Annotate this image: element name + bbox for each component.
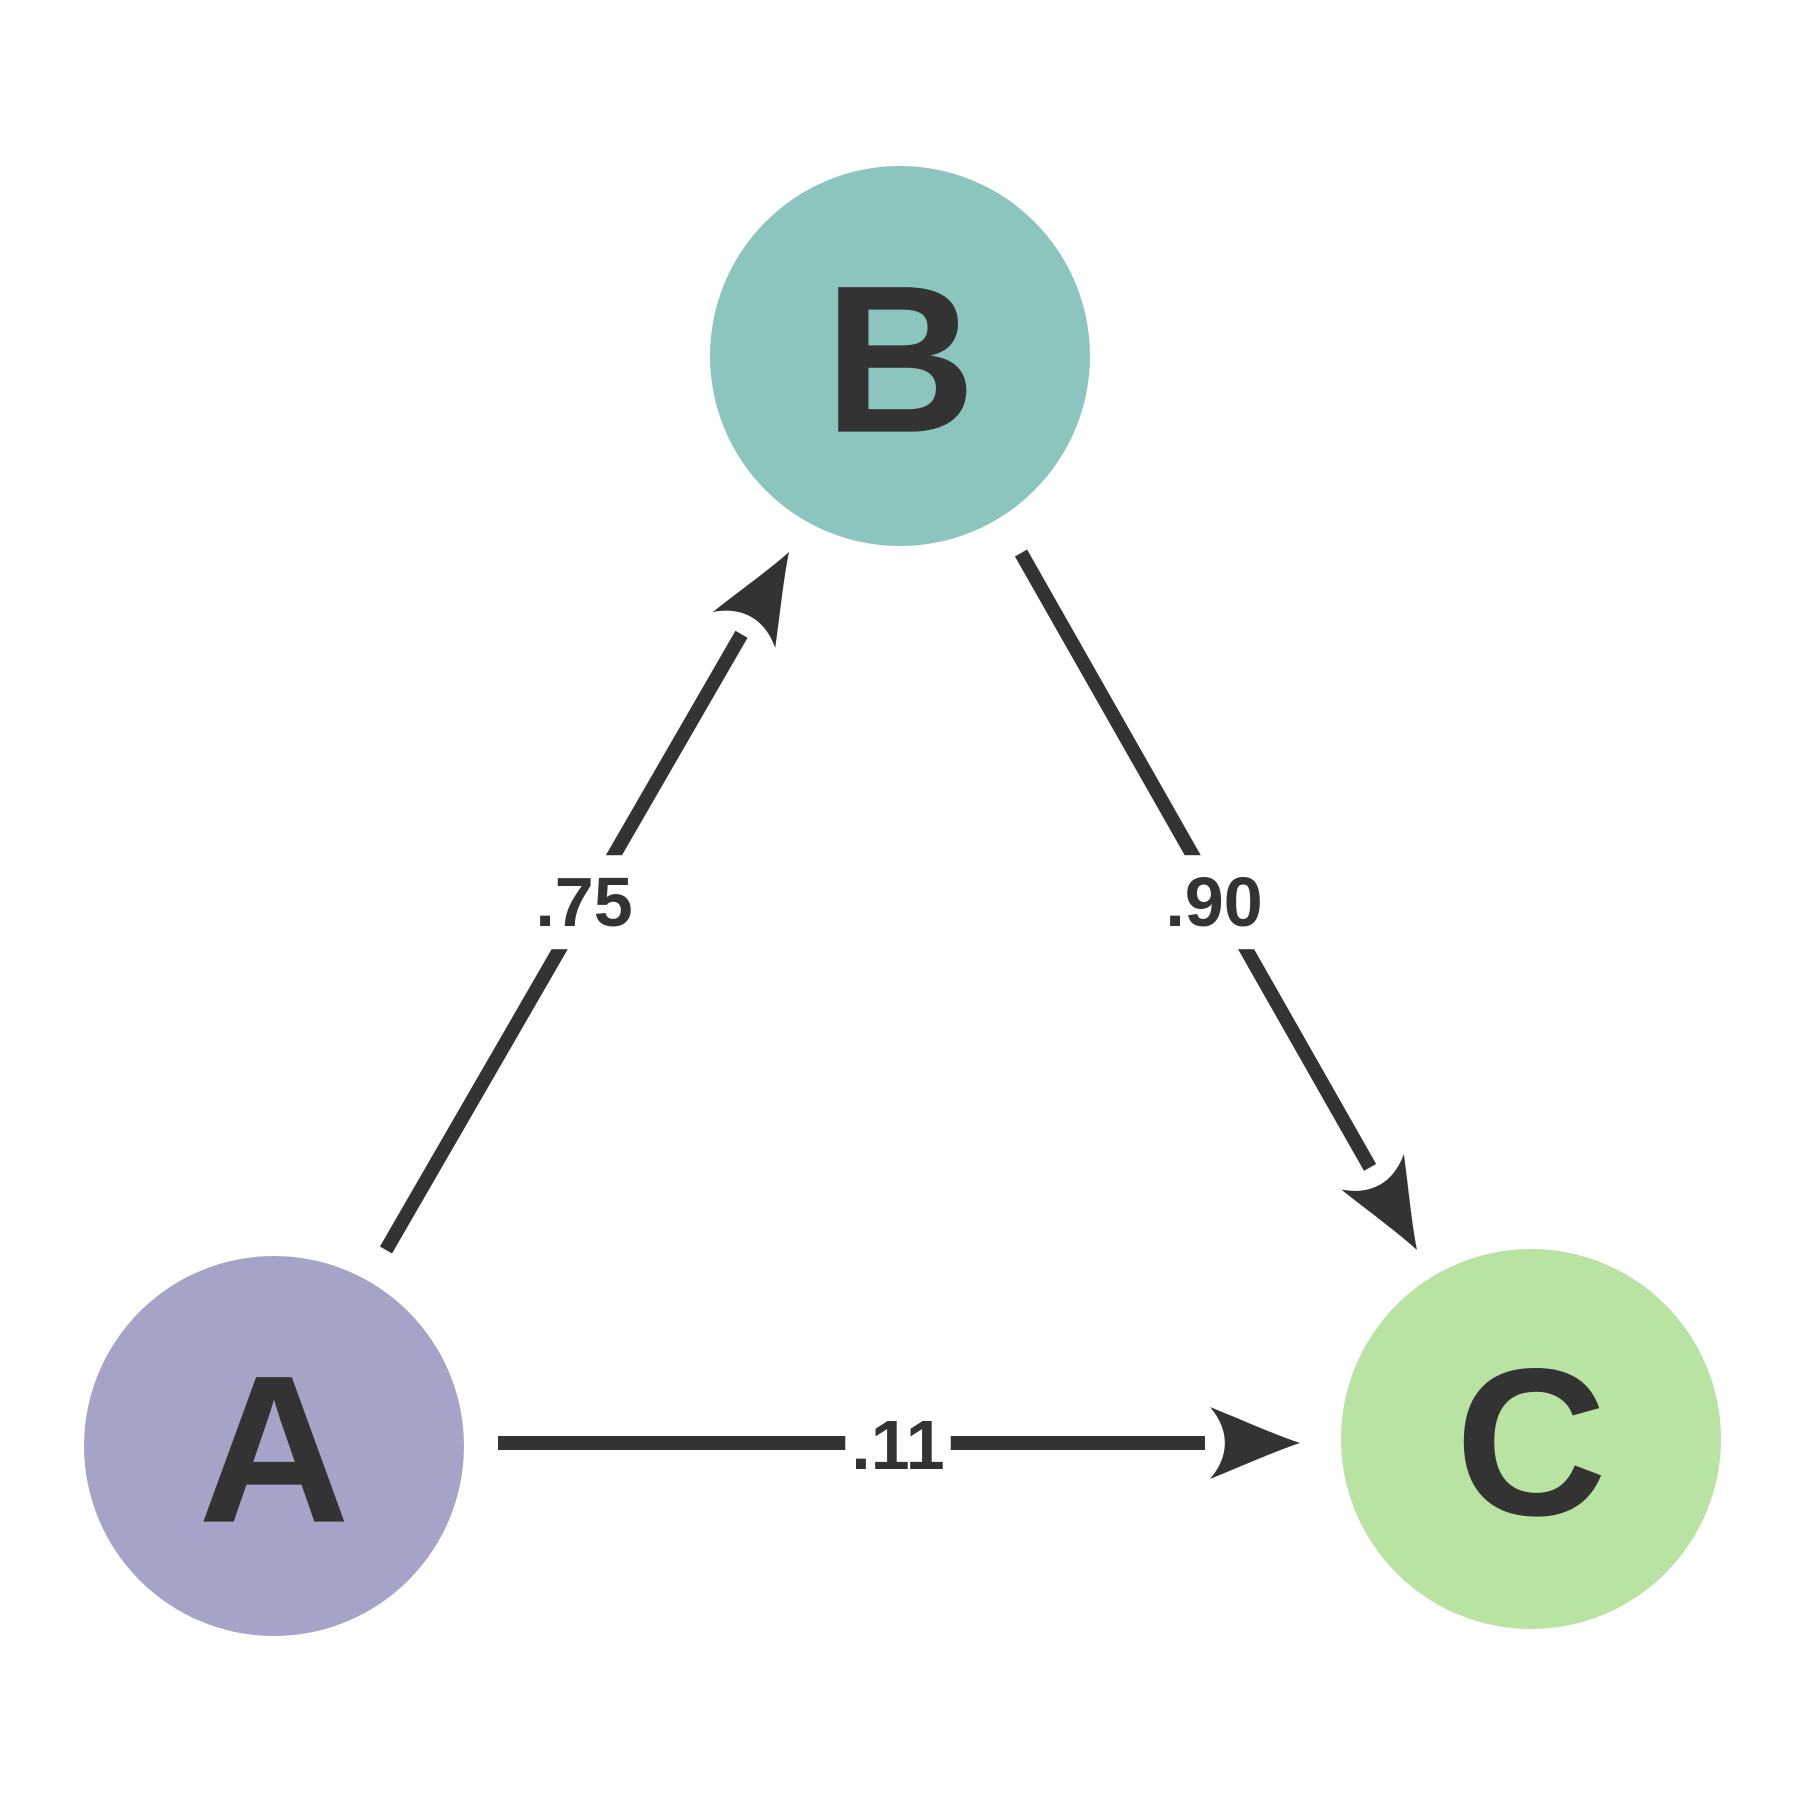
edge-label-bg-B-C — [1159, 855, 1269, 950]
edge-weight-A-C: .11 — [851, 1406, 944, 1484]
node-B-label: B — [824, 242, 976, 477]
arrowhead-icon-B-C — [1341, 1153, 1417, 1250]
node-A-circle — [84, 1256, 464, 1636]
edge-label-bg-A-C — [845, 1398, 951, 1493]
nodes-layer: A B C — [84, 166, 1721, 1636]
edges-layer: .75 .90 .11 — [379, 549, 1417, 1493]
node-C-label: C — [1455, 1325, 1607, 1560]
node-C-circle — [1341, 1249, 1721, 1629]
node-B-circle — [710, 166, 1090, 546]
edge-A-B: .75 — [379, 552, 789, 1254]
edge-A-C: .11 — [498, 1398, 1300, 1493]
arrowhead-icon-A-B — [712, 552, 789, 648]
node-C: C — [1341, 1249, 1721, 1629]
arrowhead-icon-A-C — [1210, 1407, 1300, 1479]
edge-weight-A-B: .75 — [535, 863, 632, 941]
edge-weight-B-C: .90 — [1165, 863, 1262, 941]
edge-B-C: .90 — [1014, 549, 1417, 1250]
edge-label-bg-A-B — [529, 855, 639, 950]
node-A: A — [84, 1256, 464, 1636]
node-B: B — [710, 166, 1090, 546]
node-A-label: A — [198, 1332, 350, 1567]
